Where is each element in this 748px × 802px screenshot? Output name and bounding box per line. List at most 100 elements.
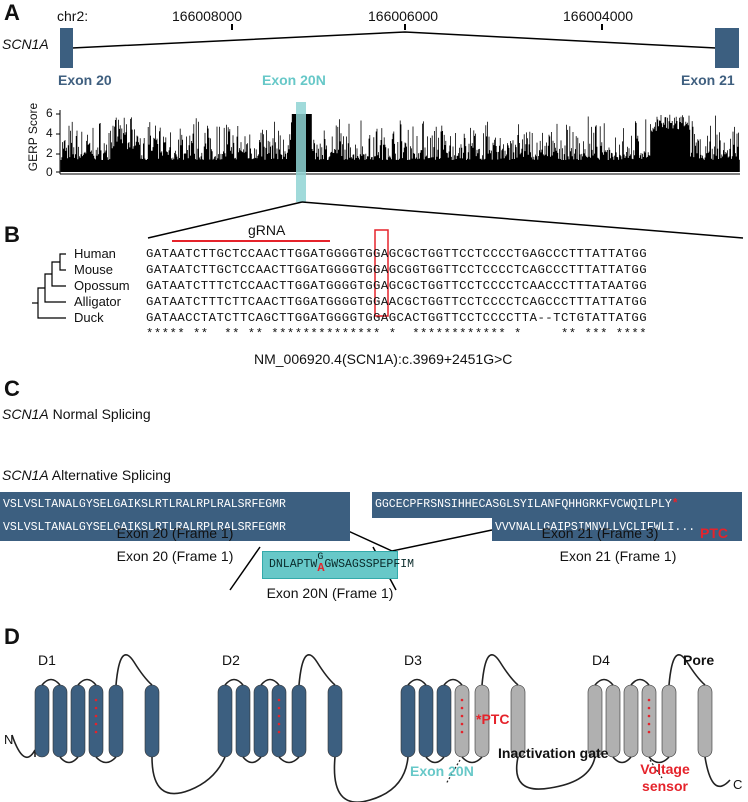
loop bbox=[425, 756, 445, 764]
helix-d2-s2 bbox=[235, 684, 251, 758]
charge-dot bbox=[94, 706, 98, 710]
exon20-frame-label: Exon 20 (Frame 1) bbox=[116, 548, 234, 564]
helix-d2-s1 bbox=[217, 684, 233, 758]
normal-splicing-title: SCN1A Normal Splicing bbox=[2, 406, 151, 422]
alt-allele-a: A bbox=[317, 561, 325, 575]
ref-allele-g: G bbox=[317, 552, 324, 563]
helix-d4-s3 bbox=[623, 684, 639, 758]
loop bbox=[407, 678, 427, 686]
panel-d-label: D bbox=[4, 624, 20, 649]
inactivation-gate-label: Inactivation gate bbox=[498, 745, 609, 761]
charge-dot bbox=[647, 706, 651, 710]
loop bbox=[461, 756, 483, 764]
helix-d3-s1 bbox=[400, 684, 416, 758]
gerp-tick-2: 2 bbox=[46, 146, 53, 160]
loop bbox=[115, 654, 153, 686]
alt-splice-left bbox=[229, 546, 261, 591]
charge-dot bbox=[94, 698, 98, 702]
n-terminus: N bbox=[4, 732, 14, 747]
gerp-bars bbox=[60, 114, 740, 172]
helix-d3-s2 bbox=[418, 684, 434, 758]
exon21-label: Exon 21 bbox=[681, 72, 735, 88]
charge-dot bbox=[460, 722, 464, 726]
charge-dot bbox=[277, 722, 281, 726]
charge-dot bbox=[94, 730, 98, 734]
helix-d1-s4 bbox=[88, 684, 104, 758]
charge-dot bbox=[460, 698, 464, 702]
charge-dot bbox=[277, 698, 281, 702]
charge-dot bbox=[460, 714, 464, 718]
domain-d1: D1 bbox=[38, 652, 56, 668]
charge-dot bbox=[647, 714, 651, 718]
phylogenetic-tree bbox=[32, 253, 66, 319]
charge-dot bbox=[647, 730, 651, 734]
zoom-line-right bbox=[301, 201, 744, 239]
loop bbox=[333, 756, 409, 802]
loop bbox=[481, 654, 519, 686]
loop bbox=[516, 756, 596, 790]
helix-d1-s6 bbox=[144, 684, 160, 758]
panel-b-label: B bbox=[4, 222, 20, 247]
gerp-track bbox=[60, 114, 740, 172]
exon21-block bbox=[715, 28, 739, 68]
exon20-bar-normal: VSLVSLTANALGYSELGAIKSLRTLRALRPLRALSRFEGM… bbox=[0, 515, 350, 541]
gerp-axis bbox=[56, 110, 740, 175]
ptc-label: PTC bbox=[700, 525, 728, 541]
loop bbox=[151, 756, 226, 795]
sequence-opossum: GATAATCTTTCTCCAACTTGGATGGGGTGGAGCGCTGGTT… bbox=[146, 279, 648, 293]
panel-c-label: C bbox=[4, 376, 20, 401]
helix-d2-s3 bbox=[253, 684, 269, 758]
exon20-block bbox=[60, 28, 73, 68]
species-human: Human bbox=[74, 246, 116, 261]
exon21-bar-alt: GGCECPFRSNSIHHECASGLSYILANFQHHGRKFVCWQIL… bbox=[372, 492, 742, 518]
exon20n-label: Exon 20N bbox=[262, 72, 326, 88]
helix-d1-s5 bbox=[108, 684, 124, 758]
zoom-line-left bbox=[147, 201, 303, 239]
loop bbox=[242, 756, 262, 764]
loop bbox=[612, 756, 632, 764]
loop bbox=[41, 678, 61, 686]
helix-d4-s4 bbox=[641, 684, 657, 758]
coord-label-3: 166004000 bbox=[563, 8, 634, 24]
gene-model bbox=[60, 24, 739, 68]
helix-d2-s5 bbox=[291, 684, 307, 758]
coord-label-1: 166008000 bbox=[172, 8, 243, 24]
ptc-marker-label: *PTC bbox=[476, 711, 510, 727]
gerp-tick-4: 4 bbox=[46, 126, 53, 140]
charge-dot bbox=[647, 698, 651, 702]
helix-d4-s6 bbox=[697, 684, 713, 758]
helix-d1-s2 bbox=[52, 684, 68, 758]
domain-d3: D3 bbox=[404, 652, 422, 668]
exon20-frame-label-alt: Exon 20 (Frame 1) bbox=[116, 525, 234, 541]
domain-d4: D4 bbox=[592, 652, 610, 668]
panel-a-label: A bbox=[4, 0, 20, 25]
charge-dot bbox=[94, 722, 98, 726]
species-duck: Duck bbox=[74, 310, 104, 325]
species-alligator: Alligator bbox=[74, 294, 121, 309]
loop bbox=[704, 756, 731, 787]
sequence-human: GATAATCTTGCTCCAACTTGGATGGGGTGGAGCGCTGGTT… bbox=[146, 247, 648, 261]
loop bbox=[630, 678, 650, 686]
helix-d2-s4 bbox=[271, 684, 287, 758]
sequence-mouse: GATAATCTTGCTCCAACTTGGATGGGGTGGAGCGGTGGTT… bbox=[146, 263, 648, 277]
gene-name: SCN1A bbox=[2, 36, 49, 52]
loop bbox=[260, 678, 280, 686]
helix-d1-s3 bbox=[70, 684, 86, 758]
loop bbox=[648, 756, 670, 764]
loop bbox=[59, 756, 79, 764]
loop bbox=[668, 654, 706, 686]
domain-d2: D2 bbox=[222, 652, 240, 668]
sequence-duck: GATAACCTATCTTCAGCTTGGATGGGGTGGAGCACTGGTT… bbox=[146, 311, 648, 325]
loop bbox=[77, 678, 97, 686]
loop bbox=[11, 734, 36, 759]
helix-d2-s6 bbox=[327, 684, 343, 758]
exon20n-highlight bbox=[296, 102, 306, 202]
coord-label-2: 166006000 bbox=[368, 8, 439, 24]
exon20n-leader bbox=[445, 759, 461, 785]
loop bbox=[278, 756, 300, 764]
variant-name: NM_006920.4(SCN1A):c.3969+2451G>C bbox=[254, 351, 513, 367]
helix-d1-s1 bbox=[34, 684, 50, 758]
loop bbox=[298, 654, 336, 686]
